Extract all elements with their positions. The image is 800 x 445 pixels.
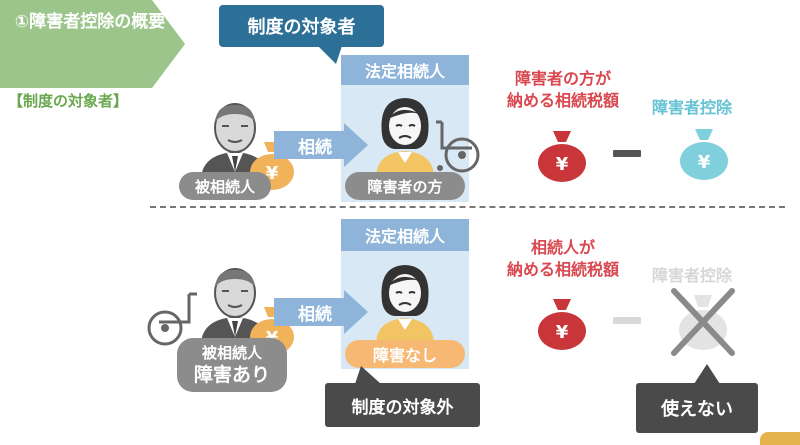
decedent-label-top: 被相続人 — [179, 172, 271, 200]
minus-sign-bottom — [613, 317, 641, 324]
decedent-label-bottom-line2: 障害あり — [193, 364, 270, 386]
deduction-money-bag-icon: ¥ — [680, 129, 728, 180]
svg-text:¥: ¥ — [556, 322, 569, 343]
deduction-title-bottom: 障害者控除 — [652, 266, 733, 285]
heir-label-bottom: 障害なし — [345, 340, 465, 368]
section-title: ①障害者控除の概要 — [14, 12, 166, 32]
heir-label-top: 障害者の方 — [345, 172, 465, 200]
wheelchair-icon — [436, 120, 480, 173]
inheritance-arrow-top — [274, 123, 368, 167]
footer-accent — [760, 432, 800, 445]
tax-title-top-line2: 納める相続税額 — [506, 91, 619, 110]
svg-text:¥: ¥ — [556, 154, 569, 175]
arrow-label-bottom: 相続 — [298, 304, 332, 325]
woman-icon — [376, 265, 434, 342]
target-callout-pointer — [318, 46, 342, 64]
not-covered-pointer — [355, 366, 381, 384]
target-callout: 制度の対象者 — [219, 5, 384, 47]
decedent-label-bottom: 被相続人 障害あり — [177, 338, 287, 392]
section-chevron-shape — [0, 0, 185, 88]
section-divider — [150, 206, 785, 208]
tax-money-bag-icon: ¥ — [538, 299, 586, 350]
unusable-callout: 使えない — [636, 383, 758, 433]
deduction-crossed-out-icon — [671, 288, 735, 356]
heir-column-header-top: 法定相続人 — [341, 55, 469, 85]
minus-sign-top — [613, 150, 641, 157]
tax-title-bottom-line1: 相続人が — [530, 238, 595, 257]
tax-title-top: 障害者の方が 納める相続税額 — [498, 68, 628, 112]
deduction-title-top: 障害者控除 — [652, 98, 733, 117]
tax-title-bottom-line2: 納める相続税額 — [506, 260, 619, 279]
section-tab: ①障害者控除の概要 — [0, 0, 185, 88]
tax-money-bag-icon: ¥ — [538, 131, 586, 182]
unusable-pointer — [694, 364, 720, 384]
svg-text:¥: ¥ — [698, 152, 711, 173]
decedent-label-bottom-line1: 被相続人 — [201, 344, 262, 362]
arrow-label-top: 相続 — [298, 137, 332, 158]
inheritance-arrow-bottom — [274, 290, 368, 334]
tax-title-bottom: 相続人が 納める相続税額 — [498, 237, 628, 281]
heir-column-header-bottom: 法定相続人 — [341, 219, 469, 251]
woman-icon — [376, 98, 434, 175]
not-covered-callout: 制度の対象外 — [325, 383, 480, 427]
tax-title-top-line1: 障害者の方が — [514, 69, 611, 88]
subtitle: 【制度の対象者】 — [8, 92, 129, 110]
